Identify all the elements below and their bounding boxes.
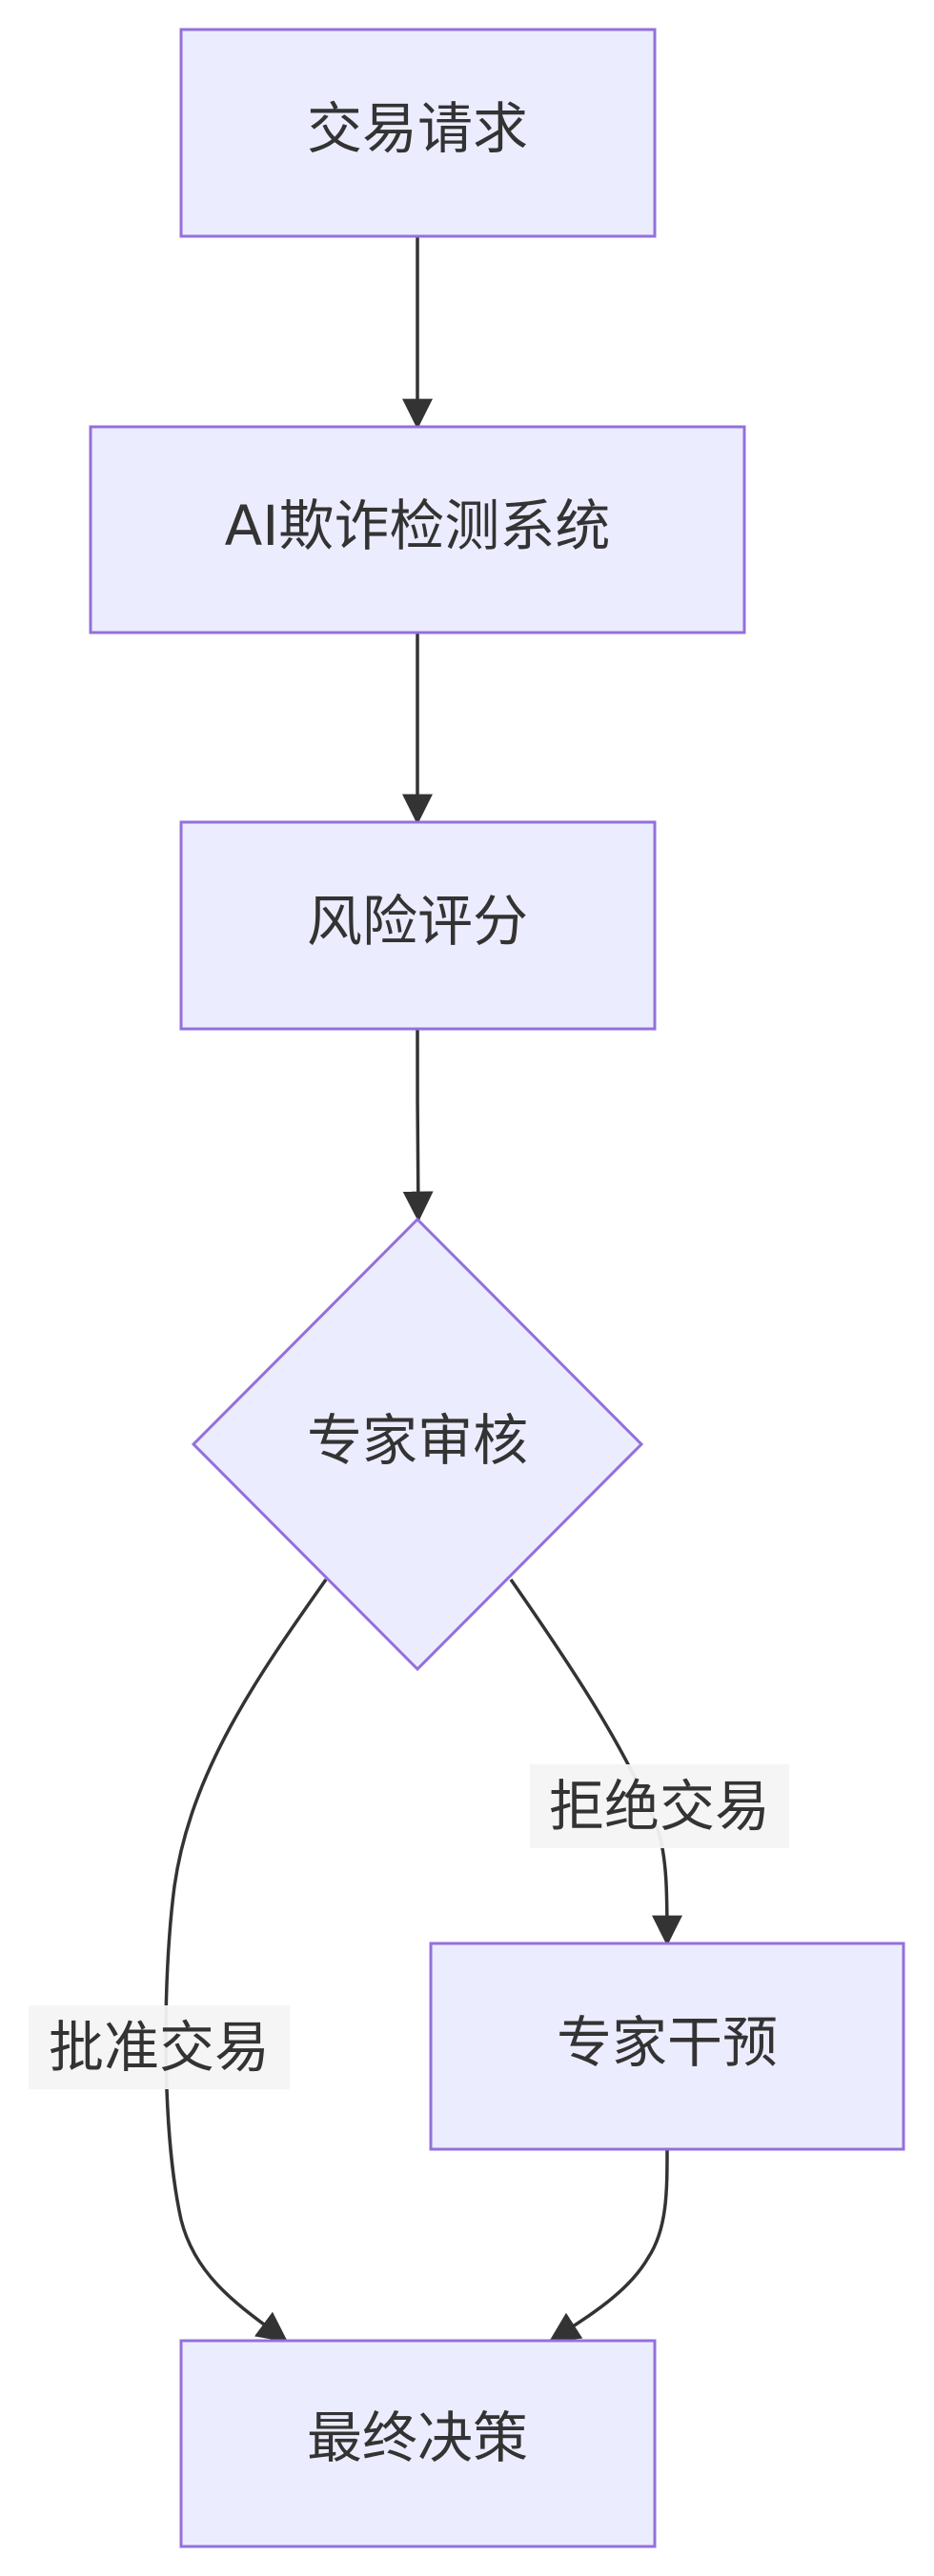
edge-label-approve-text: 批准交易 [49,2015,270,2080]
node-expert-review-label: 专家审核 [307,1408,528,1473]
node-expert-intervention-label: 专家干预 [557,2010,778,2075]
edges [164,236,682,2343]
edge-label-reject-text: 拒绝交易 [549,1774,770,1839]
node-final-decision[interactable]: 最终决策 [179,2339,657,2548]
edge-label-reject: 拒绝交易 [530,1764,789,1848]
edge-review-to-intervention [509,1579,682,1946]
edge-intervention-to-final [548,2148,669,2343]
node-risk-score[interactable]: 风险评分 [179,820,657,1031]
edge-review-to-final [164,1578,328,2343]
edge-risk-to-review [402,1028,434,1222]
node-ai-detection[interactable]: AI欺诈检测系统 [89,425,746,634]
node-expert-review[interactable]: 专家审核 [191,1217,644,1672]
edge-label-approve: 批准交易 [29,2005,290,2089]
node-ai-detection-label: AI欺诈检测系统 [225,493,611,558]
node-expert-intervention[interactable]: 专家干预 [429,1942,905,2151]
node-risk-score-label: 风险评分 [307,889,528,954]
node-final-decision-label: 最终决策 [307,2405,528,2470]
node-request[interactable]: 交易请求 [179,28,657,238]
node-request-label: 交易请求 [307,96,528,161]
